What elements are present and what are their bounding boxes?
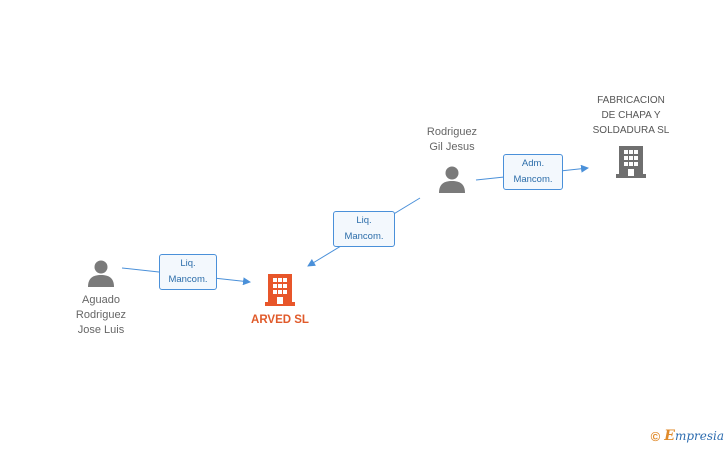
company-name-arved[interactable]: ARVED SL: [251, 314, 309, 326]
brand-logo[interactable]: Empresia: [664, 428, 724, 444]
copyright-symbol: ©: [650, 428, 661, 444]
edge-label-rodriguez-fabricacion[interactable]: Adm. Mancom.: [503, 154, 563, 190]
edge-label-aguado-arved[interactable]: Liq. Mancom.: [159, 254, 217, 290]
building-icon[interactable]: [265, 272, 295, 306]
person-name-rodriguez[interactable]: Rodriguez Gil Jesus: [426, 126, 478, 153]
person-icon[interactable]: [86, 258, 116, 288]
person-name-aguado[interactable]: Aguado Rodriguez Jose Luis: [75, 294, 127, 336]
brand-logo-text: mpresia: [674, 429, 724, 443]
edge-label-rodriguez-arved[interactable]: Liq. Mancom.: [333, 211, 395, 247]
company-name-fabricacion[interactable]: FABRICACION DE CHAPA Y SOLDADURA SL: [592, 95, 670, 136]
copyright-notice: © Empresia: [651, 428, 724, 444]
brand-logo-initial: E: [664, 428, 675, 444]
person-icon[interactable]: [437, 164, 467, 194]
building-icon[interactable]: [616, 144, 646, 178]
